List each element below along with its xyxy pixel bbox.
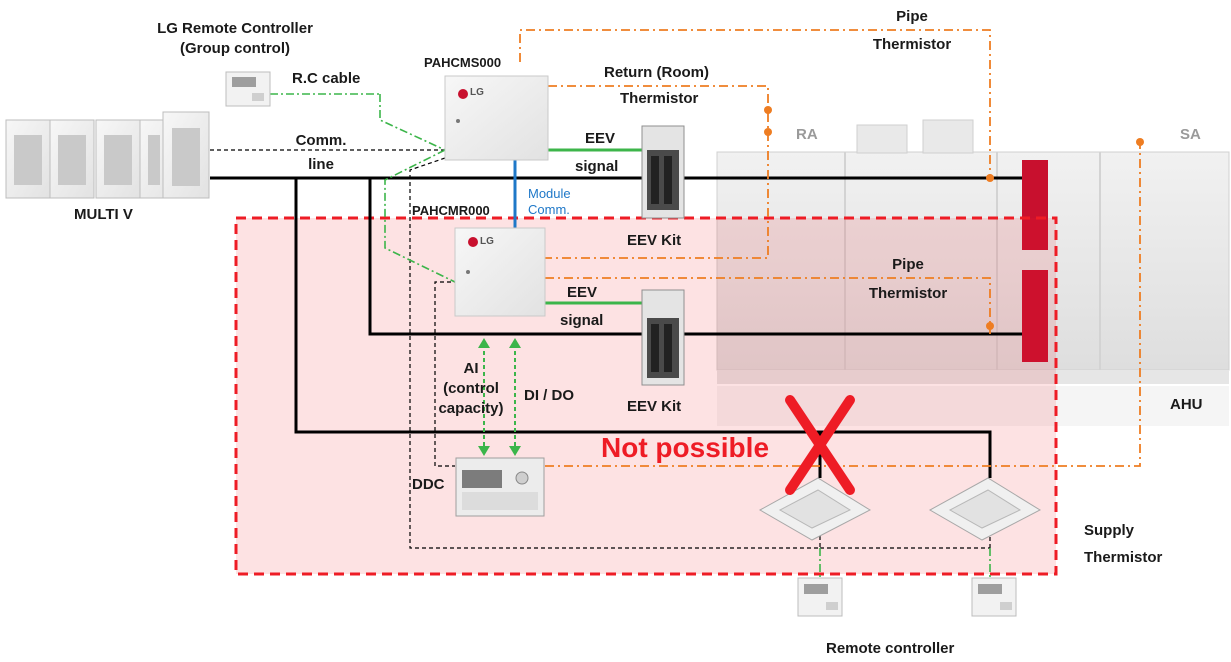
multi-v-outdoor-units	[5, 111, 210, 199]
ddc-controller	[455, 457, 545, 517]
thermistor-lines	[519, 29, 1141, 467]
lg-remote-label: LG Remote Controller	[157, 20, 313, 37]
pahcmr000-label: PAHCMR000	[412, 203, 490, 218]
remote-controller-1	[797, 577, 843, 617]
coil-upper	[1022, 160, 1048, 250]
ahu-label: AHU	[1170, 396, 1203, 413]
pipe-thermistor-top-label-1: Pipe	[896, 8, 928, 25]
eev-kit-label-2: EEV Kit	[627, 398, 682, 415]
refrigerant-lines	[210, 176, 1022, 478]
supply-thermistor-label-1: Supply	[1084, 522, 1135, 539]
sa-label: SA	[1180, 126, 1201, 143]
pipe-thermistor-mid-label-1: Pipe	[892, 256, 924, 273]
cassette-unit-2	[928, 477, 1042, 541]
arrow-ai-up	[478, 338, 490, 348]
dido-label: DI / DO	[524, 387, 575, 404]
arrow-dido-down	[509, 446, 521, 456]
multi-v-label: MULTI V	[74, 206, 133, 223]
arrow-ai-down	[478, 446, 490, 456]
eev-kit-label-1: EEV Kit	[627, 232, 682, 249]
comm-line-label-2: line	[308, 156, 334, 173]
ra-label: RA	[796, 126, 818, 143]
arrow-dido-up	[509, 338, 521, 348]
pahcms000-controller	[444, 75, 549, 161]
rc-cable-label: R.C cable	[292, 70, 361, 87]
eev-label-1: EEV	[585, 130, 616, 147]
ai-label-2: (control	[443, 380, 499, 397]
supply-thermistor-label-2: Thermistor	[1084, 549, 1163, 566]
pahcmr000-controller	[454, 227, 546, 317]
comm-line-label-1: Comm.	[295, 132, 347, 149]
ai-label-3: capacity)	[438, 400, 504, 417]
module-comm-label-2: Comm.	[528, 202, 570, 217]
pipe-thermistor-top-label-2: Thermistor	[872, 36, 952, 53]
not-possible-label: Not possible	[601, 432, 770, 463]
group-control-label: (Group control)	[180, 40, 290, 57]
signal-label-1: signal	[575, 158, 619, 175]
pahcms000-label: PAHCMS000	[424, 55, 502, 70]
remote-controller-label: Remote controller	[826, 640, 955, 657]
return-thermistor-label-1: Return (Room)	[604, 64, 709, 81]
signal-label-2: signal	[560, 312, 604, 329]
lg-logo-text-1: LG	[470, 87, 484, 98]
ddc-label: DDC	[412, 476, 445, 493]
eev-kit-2	[641, 289, 685, 386]
remote-controller-2	[971, 577, 1017, 617]
rc-cable	[270, 93, 991, 580]
pipe-thermistor-mid-label-2: Thermistor	[868, 285, 948, 302]
coil-lower	[1022, 270, 1048, 362]
ai-dido-arrows	[483, 344, 516, 450]
eev-label-2: EEV	[567, 284, 598, 301]
cassette-unit-1	[758, 477, 872, 541]
group-remote-controller	[225, 71, 271, 107]
eev-kit-1	[641, 125, 685, 219]
module-comm-label-1: Module	[528, 186, 571, 201]
lg-logo-text-2: LG	[480, 236, 494, 247]
ai-label-1: AI	[463, 360, 479, 377]
not-possible-x-icon	[785, 395, 855, 495]
return-thermistor-label-2: Thermistor	[620, 90, 699, 107]
thermistor-dots	[764, 106, 1144, 330]
